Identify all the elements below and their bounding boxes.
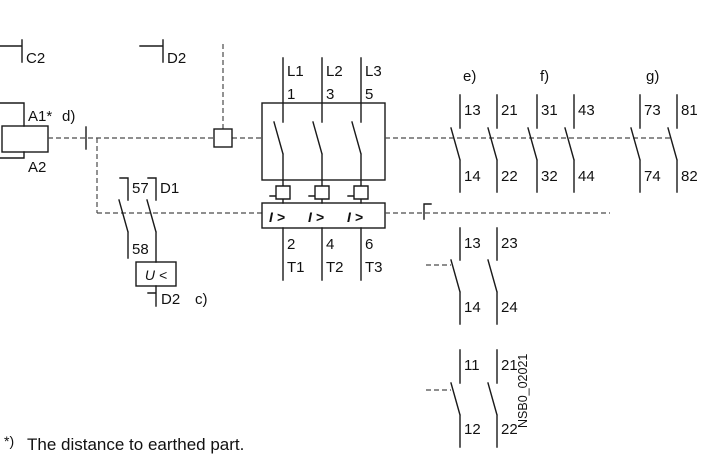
- overload-symbol: I >: [269, 209, 285, 225]
- trip-actuator: [423, 203, 432, 220]
- terminal-number: 12: [464, 421, 481, 438]
- label-c: c): [195, 291, 208, 308]
- alarm-group-1: 13 23 14 24: [450, 227, 518, 325]
- label-57: 57: [132, 180, 149, 197]
- terminal-number: 24: [501, 299, 518, 316]
- overload-box: [261, 202, 386, 229]
- overload-symbol: I >: [347, 209, 363, 225]
- terminal-number: 13: [464, 235, 481, 252]
- line-number: 3: [326, 86, 334, 103]
- alarm-1-contacts: [450, 227, 498, 325]
- coil-box: [1, 125, 49, 153]
- breaker-pole-2: [308, 57, 330, 281]
- top-terminal-stubs: C2 D2: [0, 39, 186, 67]
- line-number: 1: [287, 86, 295, 103]
- overload-symbol: I >: [308, 209, 324, 225]
- terminal-number: 21: [501, 357, 518, 374]
- label-a2: A2: [28, 159, 46, 176]
- alarm-group-2: 11 21 12 22: [450, 349, 518, 448]
- aux-group-g: g) 73 81 74 82: [630, 68, 698, 193]
- breaker-frame: [261, 102, 386, 181]
- aux-e-contacts: [450, 94, 498, 193]
- terminal-number: 31: [541, 102, 558, 119]
- aux-group-f: f) 31 43 32 44: [527, 68, 595, 193]
- aux-group-e: e) 13 21 14 22: [450, 68, 518, 193]
- label-c2: C2: [26, 50, 45, 67]
- terminal-number: 81: [681, 102, 698, 119]
- terminal-number: 73: [644, 102, 661, 119]
- line-number: 5: [365, 86, 373, 103]
- terminal-number: 32: [541, 168, 558, 185]
- line-label: L3: [365, 63, 382, 80]
- terminal-number: 11: [464, 357, 480, 374]
- terminal-number: 14: [464, 299, 481, 316]
- undervoltage-box: [135, 261, 177, 287]
- footnote-marker: *): [4, 433, 14, 449]
- terminal-number: 74: [644, 168, 661, 185]
- circuit-breaker: L1 L2 L3 1 3 5 I > I > I > 2 4 6 T1 T2 T…: [261, 57, 386, 281]
- linkage-dashed-left: [48, 44, 262, 214]
- label-58: 58: [132, 241, 149, 258]
- terminal-c2-wire: [0, 39, 164, 63]
- load-number: 2: [287, 236, 295, 253]
- terminal-number: 13: [464, 102, 481, 119]
- terminal-number: 43: [578, 102, 595, 119]
- aux-g-contacts: [630, 94, 678, 193]
- load-number: 4: [326, 236, 334, 253]
- coil-wires: [0, 102, 25, 159]
- aux-57-d1-wires: [118, 177, 157, 307]
- load-number: 6: [365, 236, 373, 253]
- breaker-pole-3: [347, 57, 369, 281]
- drawing-number: NSB0_02021: [516, 354, 530, 428]
- label-d1: D1: [160, 180, 179, 197]
- terminal-number: 14: [464, 168, 481, 185]
- alarm-2-contacts: [450, 349, 498, 448]
- group-label: f): [540, 68, 549, 85]
- terminal-number: 22: [501, 168, 518, 185]
- terminal-number: 23: [501, 235, 518, 252]
- terminal-number: 21: [501, 102, 518, 119]
- group-label: e): [463, 68, 476, 85]
- terminal-number: 22: [501, 421, 518, 438]
- label-d2-top: D2: [167, 50, 186, 67]
- aux-f-contacts: [527, 94, 575, 193]
- junction-box: [213, 128, 233, 148]
- footnote-text: The distance to earthed part.: [27, 435, 244, 454]
- line-label: L2: [326, 63, 343, 80]
- load-label: T3: [365, 259, 383, 276]
- terminal-number: 44: [578, 168, 595, 185]
- group-label: g): [646, 68, 659, 85]
- load-label: T1: [287, 259, 305, 276]
- label-d: d): [62, 108, 75, 125]
- terminal-number: 82: [681, 168, 698, 185]
- line-label: L1: [287, 63, 304, 80]
- undervoltage-release-block: 57 D1 58 U < D2 c): [118, 177, 208, 308]
- link-trip-left: [96, 138, 262, 214]
- linkage-dashed-right: [385, 137, 672, 391]
- label-a1: A1*: [28, 108, 52, 125]
- footnote: *) The distance to earthed part.: [4, 433, 244, 454]
- coil-block: A1* d) A2: [0, 102, 87, 176]
- label-undervoltage: U <: [145, 267, 167, 283]
- label-d2-bottom: D2: [161, 291, 180, 308]
- breaker-pole-1: [269, 57, 291, 281]
- load-label: T2: [326, 259, 344, 276]
